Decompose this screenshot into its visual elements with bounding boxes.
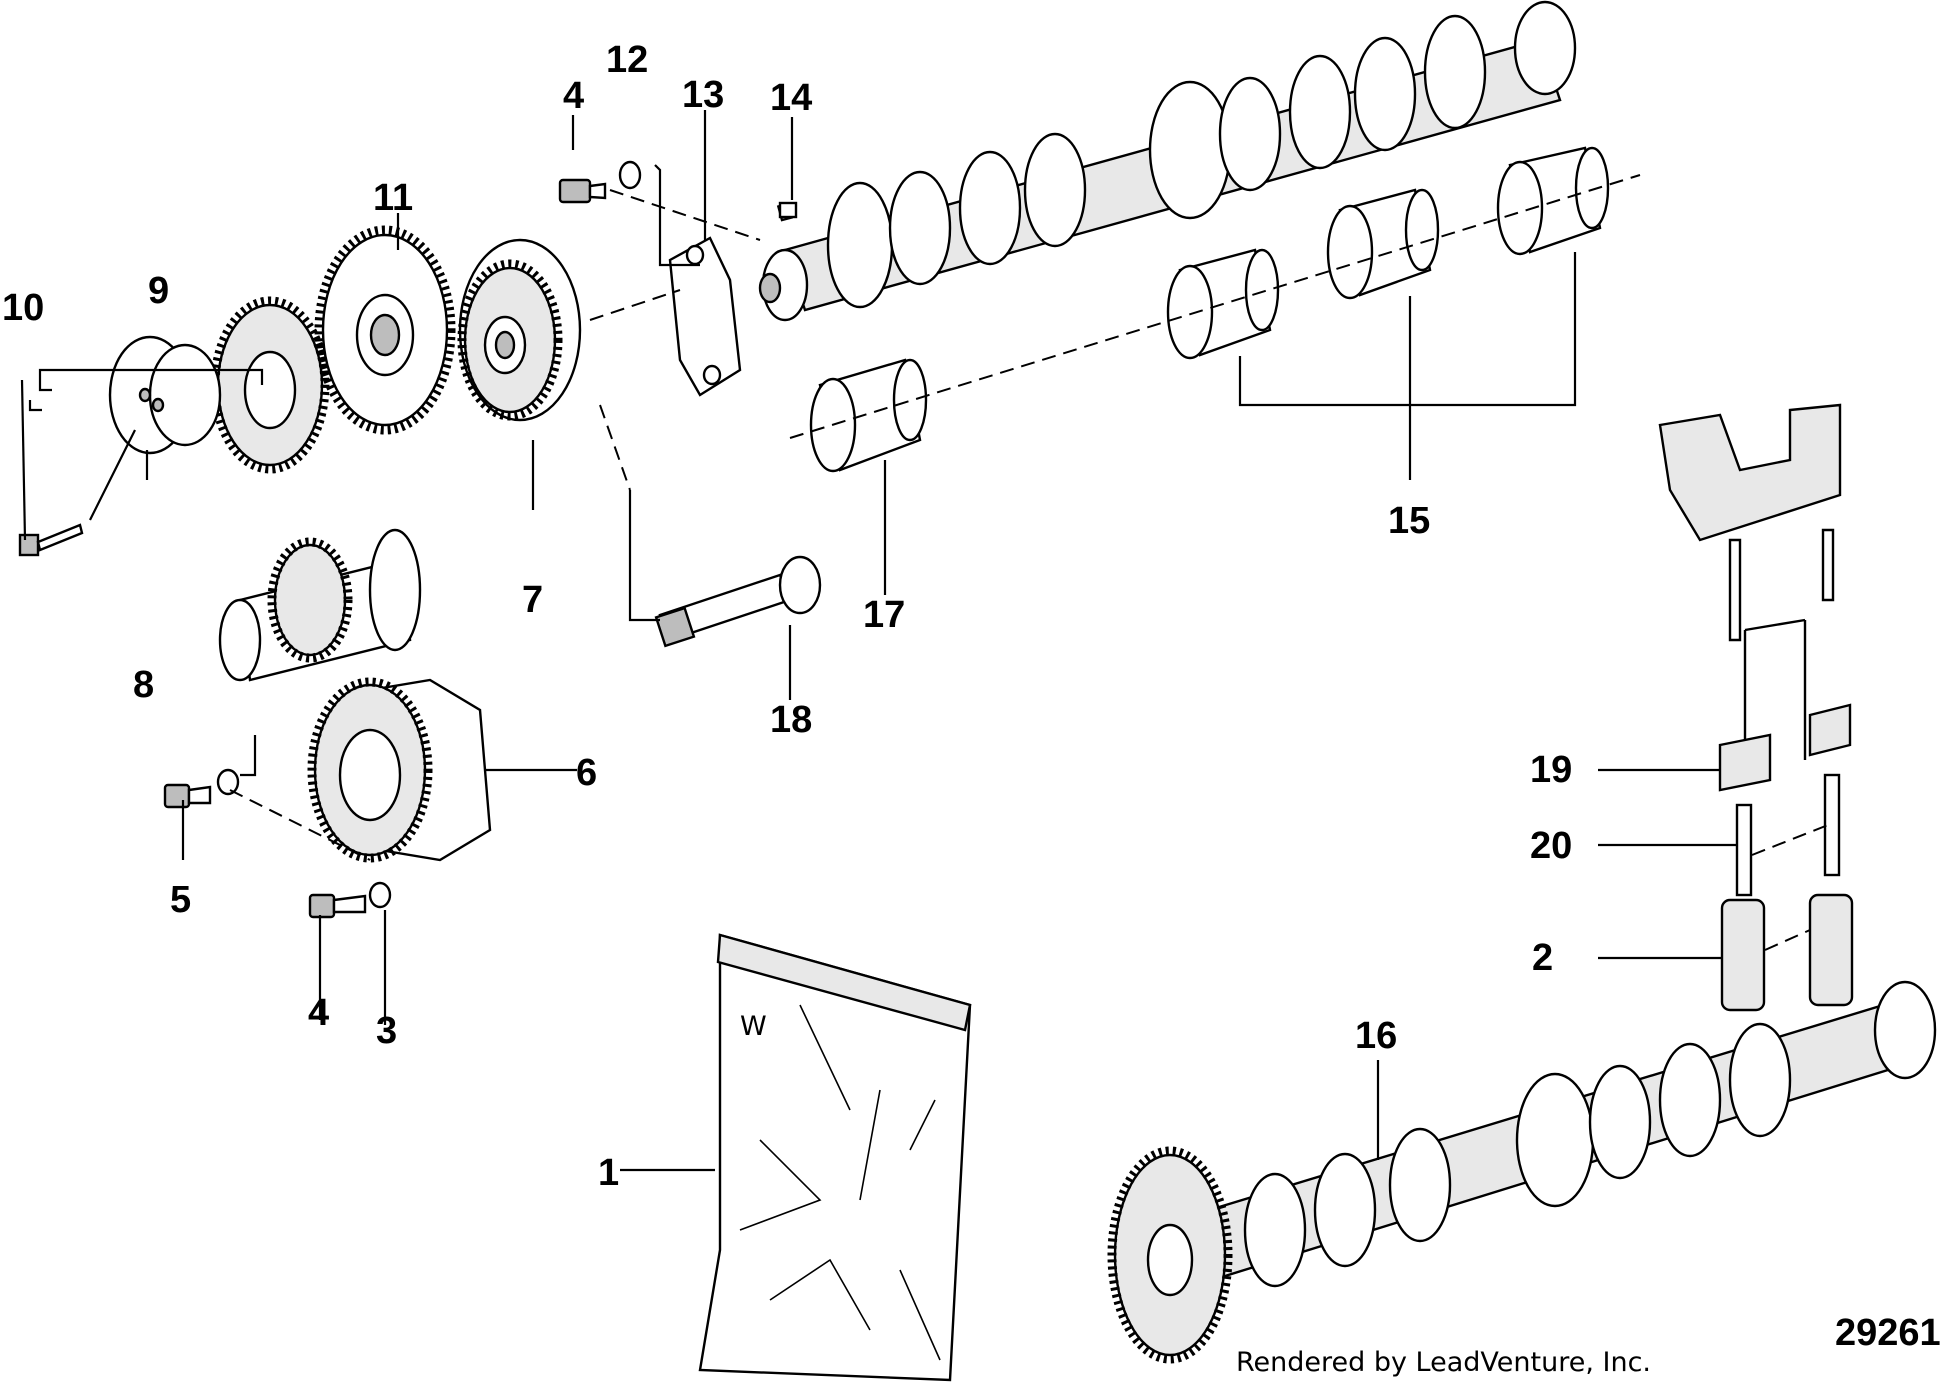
- leader-lines: [145, 110, 1738, 1172]
- lower-camshaft-16: [1107, 980, 1937, 1364]
- diagram-reference-number: 29261: [1835, 1312, 1941, 1354]
- callout-19: 19: [1530, 749, 1572, 791]
- cam-bearing-17: [809, 358, 928, 473]
- gasket-13: [668, 236, 742, 397]
- bolt-4-upper: [558, 178, 607, 204]
- render-credit: Rendered by LeadVenture, Inc.: [1236, 1347, 1651, 1378]
- bolt-10: [18, 523, 84, 557]
- callout-7: 7: [522, 579, 543, 621]
- pin-18: [654, 555, 822, 648]
- washer-3: [368, 881, 392, 909]
- cam-bearing-15a: [1166, 248, 1280, 360]
- hydraulic-lifter-2: [1720, 893, 1854, 1012]
- rocker-arm-assembly: [1658, 403, 1842, 642]
- upper-camshaft: [758, 0, 1577, 322]
- callout-17: 17: [863, 594, 905, 636]
- washer-5: [216, 768, 240, 796]
- callout-10: 10: [2, 287, 44, 329]
- gear-11: [314, 225, 456, 435]
- callout-13: 13: [682, 74, 724, 116]
- gear-shaft-assembly: [218, 528, 422, 682]
- callout-15: 15: [1388, 500, 1430, 542]
- bolt-4-lower: [308, 893, 367, 919]
- callout-1: 1: [598, 1152, 619, 1194]
- callout-20: 20: [1530, 825, 1572, 867]
- washer-12: [618, 160, 642, 190]
- callout-4-upper: 4: [563, 75, 584, 117]
- callout-3: 3: [376, 1010, 397, 1052]
- callout-5: 5: [170, 879, 191, 921]
- callout-6: 6: [576, 752, 597, 794]
- cam-bearing-15b: [1326, 188, 1440, 300]
- callout-18: 18: [770, 699, 812, 741]
- gear-9: [210, 296, 330, 474]
- callout-16: 16: [1355, 1015, 1397, 1057]
- callout-4-lower: 4: [308, 992, 329, 1034]
- plate-8: [108, 335, 222, 455]
- cam-bearing-15c: [1496, 146, 1610, 256]
- lifter-guide-19: [1718, 618, 1852, 792]
- parts-bag-1: W: [698, 933, 972, 1382]
- bag-logo-text: W: [740, 1011, 767, 1042]
- callout-11: 11: [373, 177, 413, 219]
- gear-7: [457, 238, 582, 422]
- woodruff-key-14: [778, 201, 798, 219]
- callout-8: 8: [133, 664, 154, 706]
- callout-9: 9: [148, 270, 169, 312]
- callout-12: 12: [606, 39, 648, 81]
- callout-2: 2: [1532, 937, 1553, 979]
- push-rod-20: [1735, 773, 1841, 897]
- callout-14: 14: [770, 77, 812, 119]
- gear-6-housing: [307, 677, 492, 863]
- bolt-5: [163, 783, 212, 809]
